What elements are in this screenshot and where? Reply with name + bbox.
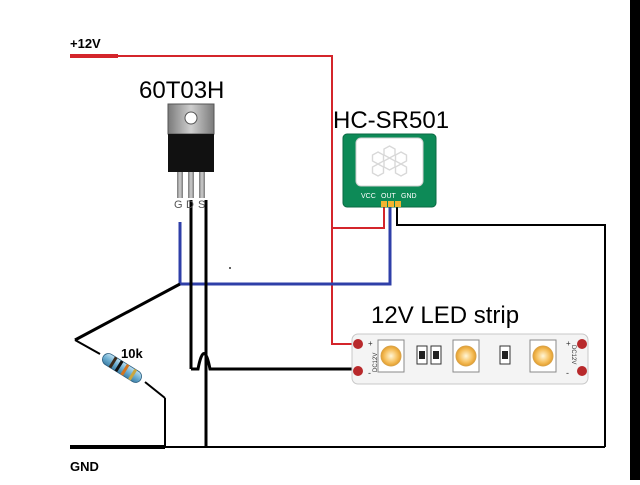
supply-wire bbox=[70, 54, 385, 345]
sensor-pin-out-label: OUT bbox=[381, 193, 397, 200]
gate-signal-wire bbox=[178, 207, 392, 286]
led-strip: + - + - DC12V DC12V bbox=[351, 333, 589, 385]
mosfet-leg-d bbox=[188, 172, 194, 198]
led-strip-label: 12V LED strip bbox=[371, 302, 519, 329]
sensor-part-label: HC-SR501 bbox=[333, 107, 449, 134]
pir-sensor-board: VCC OUT GND bbox=[342, 133, 437, 208]
mosfet-leg-g bbox=[177, 172, 183, 198]
strip-minus-right: - bbox=[566, 368, 569, 378]
strip-resistor-3 bbox=[499, 345, 511, 365]
sensor-pin-vcc-label: VCC bbox=[361, 193, 376, 200]
strip-pad-positive bbox=[353, 339, 363, 349]
strip-voltage-tag-right: DC12V bbox=[570, 345, 576, 364]
frame-edge bbox=[630, 0, 640, 480]
mosfet-part-label: 60T03H bbox=[139, 77, 224, 104]
strip-resistor-1 bbox=[416, 345, 428, 365]
gate-resistor-wires bbox=[74, 282, 181, 399]
ground-label: GND bbox=[70, 459, 99, 474]
supply-label: +12V bbox=[70, 36, 101, 51]
led-chip-2 bbox=[452, 339, 480, 373]
mosfet-leg-s bbox=[199, 172, 205, 198]
strip-pad-negative bbox=[353, 366, 363, 376]
pin-label-g: G bbox=[174, 199, 183, 211]
strip-plus-left: + bbox=[368, 339, 373, 348]
pin-label-d: D bbox=[186, 199, 194, 211]
sensor-pin-gnd-label: GND bbox=[401, 193, 417, 200]
stray-dot bbox=[229, 267, 231, 269]
strip-voltage-tag-left: DC12V bbox=[373, 353, 379, 372]
led-chip-3 bbox=[529, 339, 557, 373]
mosfet-mount-hole bbox=[184, 111, 198, 125]
mosfet-body bbox=[168, 134, 214, 172]
pin-label-s: S bbox=[198, 199, 205, 211]
resistor bbox=[102, 353, 142, 383]
led-chip-1 bbox=[377, 339, 405, 373]
fresnel-lens-icon bbox=[371, 145, 408, 177]
mosfet-to220 bbox=[167, 103, 215, 198]
mosfet-legs-wiring bbox=[189, 200, 356, 447]
strip-plus-right: + bbox=[566, 339, 571, 348]
ground-wires bbox=[70, 207, 606, 449]
sensor-pin-out bbox=[388, 201, 394, 207]
sensor-pin-vcc bbox=[381, 201, 387, 207]
resistor-value-label: 10k bbox=[121, 346, 143, 361]
strip-minus-left: - bbox=[368, 368, 371, 378]
strip-pad-positive-right bbox=[577, 339, 587, 349]
sensor-pin-gnd bbox=[395, 201, 401, 207]
strip-resistor-2 bbox=[430, 345, 442, 365]
strip-pad-negative-right bbox=[577, 366, 587, 376]
